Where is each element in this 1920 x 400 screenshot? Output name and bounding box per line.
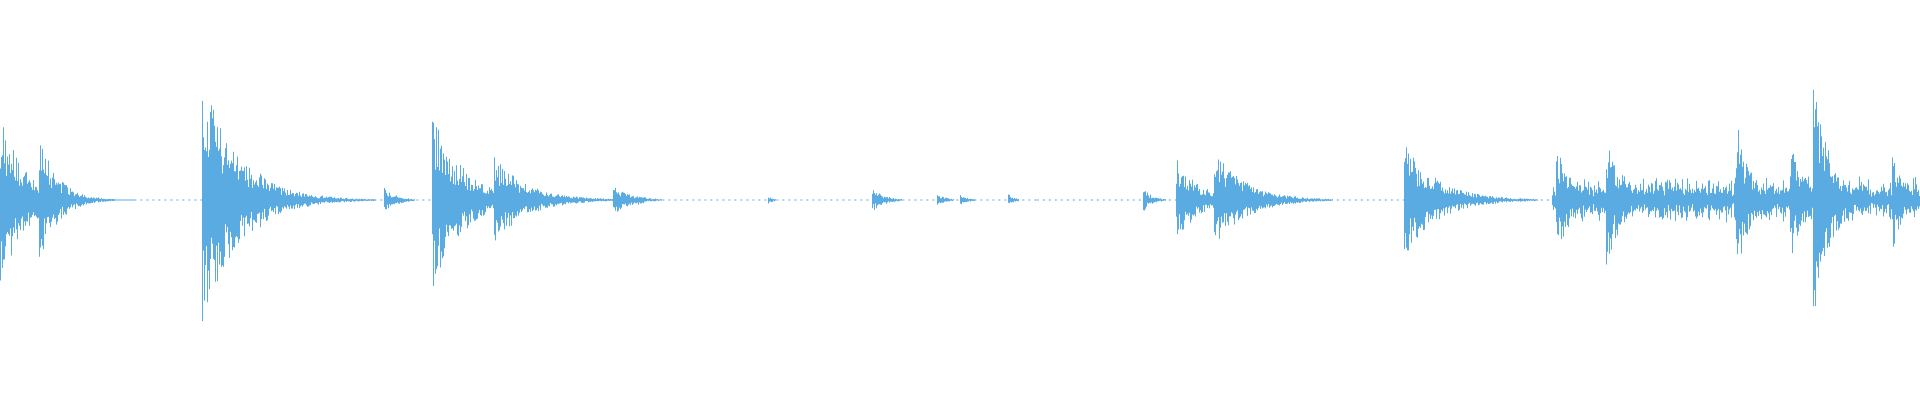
waveform-amplitude-path bbox=[0, 89, 1920, 321]
waveform-samples bbox=[0, 89, 1920, 321]
